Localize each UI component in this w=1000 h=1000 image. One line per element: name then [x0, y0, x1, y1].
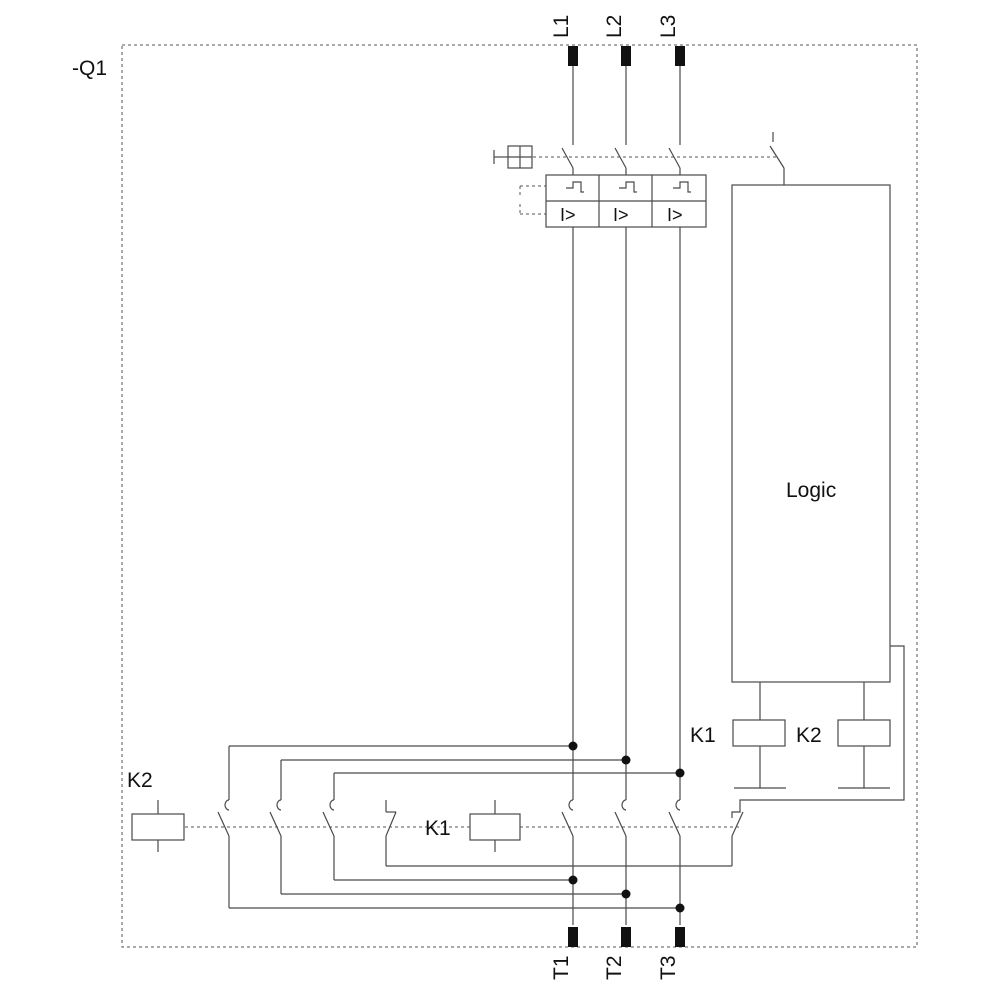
coil-k1-bottom: K1 — [425, 800, 521, 852]
contactor-contacts — [185, 799, 744, 925]
coil-k2-label-top: K2 — [796, 724, 822, 747]
trip-symbol-2: I> — [613, 205, 629, 225]
input-terminal-l1: L1 — [550, 15, 578, 66]
coil-k2-left: K2 — [127, 769, 185, 852]
input-label-l1: L1 — [550, 15, 573, 38]
output-terminal-t3: T3 — [657, 927, 685, 980]
output-terminal-t1: T1 — [550, 927, 578, 980]
coil-k1-label-bottom: K1 — [425, 817, 451, 840]
release-block: I> I> I> — [545, 174, 707, 228]
output-terminal-t2: T2 — [603, 927, 631, 980]
coil-k1-top: K1 — [690, 719, 786, 789]
logic-label: Logic — [786, 479, 836, 502]
trip-symbol-3: I> — [667, 205, 683, 225]
output-label-t1: T1 — [550, 955, 573, 980]
logic-block: Logic — [731, 184, 905, 818]
breaker-switches — [533, 66, 785, 185]
output-label-t3: T3 — [657, 955, 680, 980]
coil-k2-top: K2 — [796, 719, 891, 789]
input-terminal-l3: L3 — [657, 15, 685, 66]
device-label: -Q1 — [72, 57, 107, 80]
lower-crossover-bus — [229, 875, 685, 913]
trip-symbol-1: I> — [560, 205, 576, 225]
input-label-l3: L3 — [657, 15, 680, 38]
handle-symbol — [493, 145, 533, 169]
coil-k1-label-top: K1 — [690, 724, 716, 747]
upper-crossover-bus — [228, 741, 685, 800]
input-terminal-l2: L2 — [603, 15, 631, 66]
device-boundary — [121, 44, 918, 948]
input-label-l2: L2 — [603, 15, 626, 38]
output-label-t2: T2 — [603, 955, 626, 980]
coil-k2-label-left: K2 — [127, 769, 153, 792]
